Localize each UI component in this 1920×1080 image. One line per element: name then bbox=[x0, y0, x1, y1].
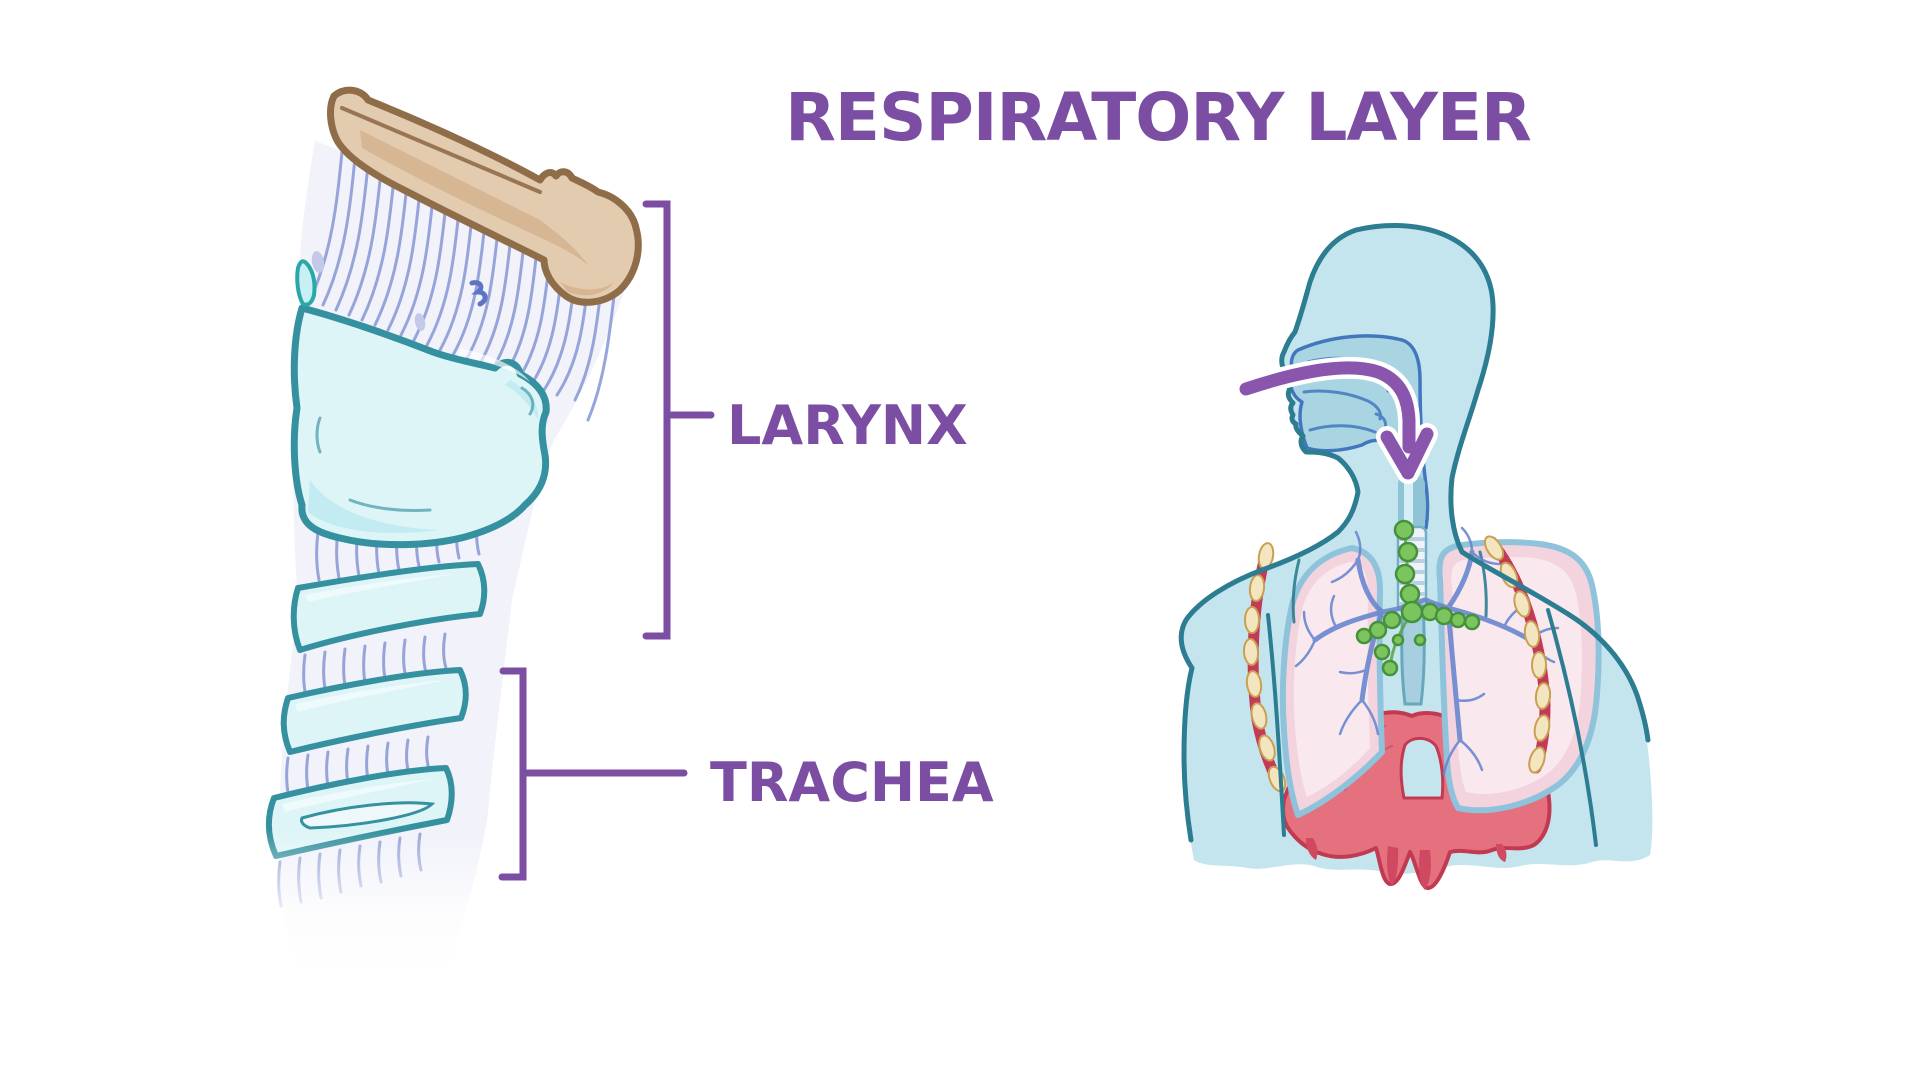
airflow-arrow bbox=[1235, 356, 1438, 484]
trachea-neck-highlight bbox=[1404, 478, 1413, 532]
membrane-curl-detail bbox=[469, 280, 488, 307]
rib-segment bbox=[1258, 734, 1276, 762]
lymph-node bbox=[1373, 643, 1391, 661]
larynx-bracket bbox=[642, 200, 715, 640]
lymph-node bbox=[1434, 606, 1454, 626]
rib-arc-right bbox=[1483, 535, 1552, 774]
lymph-node bbox=[1397, 541, 1419, 563]
arm-inner-lines bbox=[1266, 608, 1598, 847]
tracheal-ring bbox=[280, 667, 469, 755]
membrane-striations-upper bbox=[308, 150, 617, 422]
lymph-node bbox=[1463, 613, 1481, 631]
lymph-node bbox=[1393, 519, 1415, 541]
rib-segment bbox=[1245, 670, 1263, 698]
respiratory-system-illustration bbox=[1178, 223, 1653, 890]
lymph-node bbox=[1394, 563, 1416, 585]
lymph-node bbox=[1368, 620, 1388, 640]
lymph-node bbox=[1355, 627, 1373, 645]
hyoid-bone-shade bbox=[360, 130, 614, 296]
membrane-pore bbox=[311, 251, 325, 273]
cricoid-ring bbox=[290, 561, 488, 653]
rib-segment bbox=[1244, 606, 1260, 634]
trachea-label: TRACHEA bbox=[710, 751, 994, 814]
airflow-arrow-stroke bbox=[1239, 361, 1434, 480]
trachea-bottom-fade bbox=[220, 830, 570, 990]
larynx-label: LARYNX bbox=[727, 394, 968, 457]
rib-segment bbox=[1248, 574, 1266, 602]
ring-highlights bbox=[282, 574, 455, 812]
trachea-bracket bbox=[498, 667, 688, 881]
page-title: RESPIRATORY LAYER bbox=[785, 79, 1531, 156]
lymph-node bbox=[1381, 659, 1399, 677]
lymph-node bbox=[1391, 633, 1405, 647]
body-outline bbox=[1178, 223, 1651, 843]
rib-segment bbox=[1533, 714, 1551, 742]
ribs bbox=[1242, 535, 1552, 793]
rib-segment bbox=[1528, 746, 1546, 774]
rib-segment bbox=[1242, 638, 1260, 666]
membrane-pore bbox=[414, 313, 426, 331]
larynx-trachea-illustration bbox=[220, 86, 642, 990]
thyroid-cartilage bbox=[290, 304, 550, 549]
lymph-node bbox=[1382, 610, 1402, 630]
lymph-node bbox=[1399, 583, 1421, 605]
rib-segment bbox=[1250, 702, 1268, 730]
pleura-accent-right bbox=[1478, 550, 1488, 618]
annotation-layer: LARYNX TRACHEA RESPIRATORY LAYER bbox=[498, 79, 1532, 881]
tracheal-ring-slit bbox=[300, 801, 436, 830]
lymph-node bbox=[1413, 633, 1427, 647]
bronchial-tree-right bbox=[1423, 549, 1533, 743]
lymph-node bbox=[1449, 611, 1467, 629]
rib-segment bbox=[1513, 590, 1531, 618]
pleura-accent-left bbox=[1291, 558, 1301, 624]
diaphragm-arch bbox=[1399, 736, 1445, 800]
thyroid-cartilage-creases bbox=[315, 386, 535, 512]
rib-segment bbox=[1534, 682, 1552, 710]
thyroid-superior-horn bbox=[295, 259, 317, 307]
hyoid-bone-inner-edge bbox=[340, 106, 542, 194]
thyroid-cartilage-highlight bbox=[458, 348, 530, 382]
thyroid-cartilage-shade bbox=[308, 380, 539, 534]
lymph-node bbox=[1400, 600, 1424, 624]
rib-segment bbox=[1523, 620, 1541, 648]
rib-segment bbox=[1483, 535, 1505, 561]
rib-segment bbox=[1531, 651, 1547, 679]
bronchial-twigs-left bbox=[1294, 530, 1380, 736]
lymph-nodes bbox=[1355, 519, 1481, 677]
